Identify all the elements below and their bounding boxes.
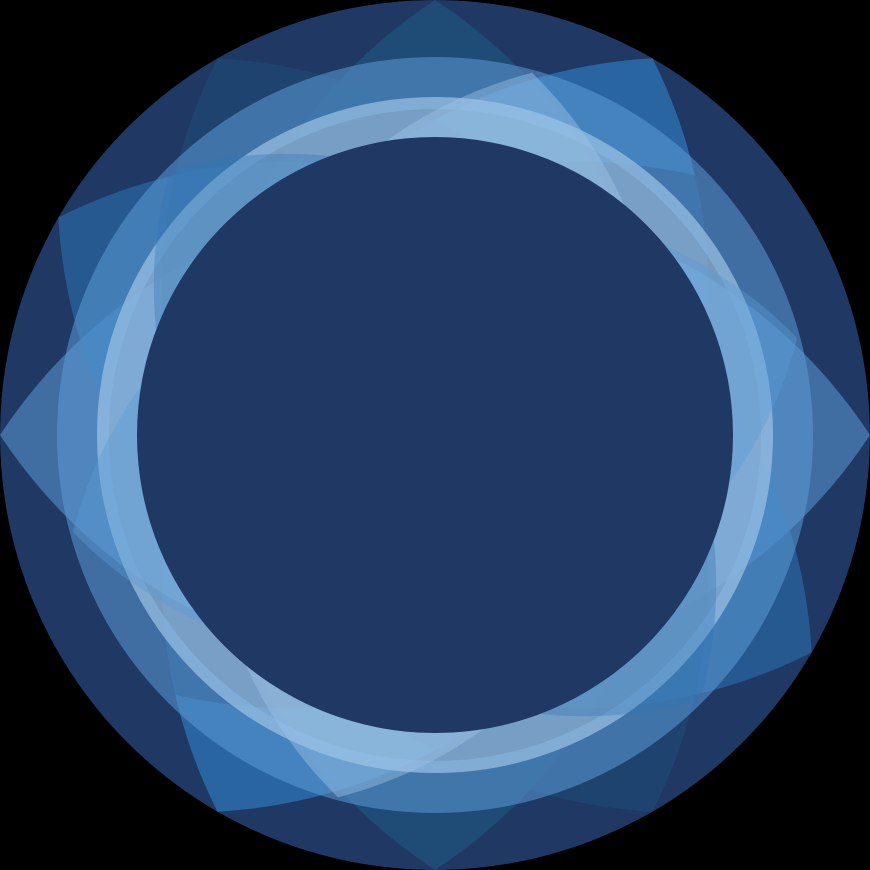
compass-letter-north: N (682, 456, 693, 464)
callout-line: à joints enherbés (160, 684, 279, 702)
callout-toiture-stockante-gauche: ckante et végétalisée égétal 5 cm) (82, 356, 256, 516)
compass-letter-west: O (726, 495, 737, 503)
ep-marker: EP (474, 278, 504, 301)
callout-line: égétal 5 cm) (90, 454, 176, 472)
ep-marker: EP (364, 234, 394, 257)
callout-toiture-stockante-droite: Toiture stockant (substrat végét (626, 572, 762, 732)
callout-line: Toiture stockant (634, 613, 743, 631)
compass-letter-south: S (769, 457, 780, 463)
ep-marker: EP (568, 511, 598, 534)
compass-letter-east: E (725, 419, 736, 425)
blue-hatched-roof (263, 95, 409, 193)
ep-marker: EP (496, 502, 526, 525)
callout-paves-joints-enherbes: à joints enherbés (152, 643, 300, 746)
callout-line: Terrasse bois (630, 372, 723, 390)
callout-line: ckante et végétalisée (90, 397, 236, 415)
callout-line: Récupé (622, 211, 676, 229)
callout-line: (éventuel) (622, 268, 691, 286)
callout-line: (substrat végét (634, 670, 737, 688)
compass-rose: E S N O (676, 404, 786, 514)
callout-recuperateur: Récupé (éventuel) (614, 170, 744, 330)
toiture-stockante-gauche (262, 227, 388, 433)
habitation-label: Habitation (338, 457, 451, 485)
